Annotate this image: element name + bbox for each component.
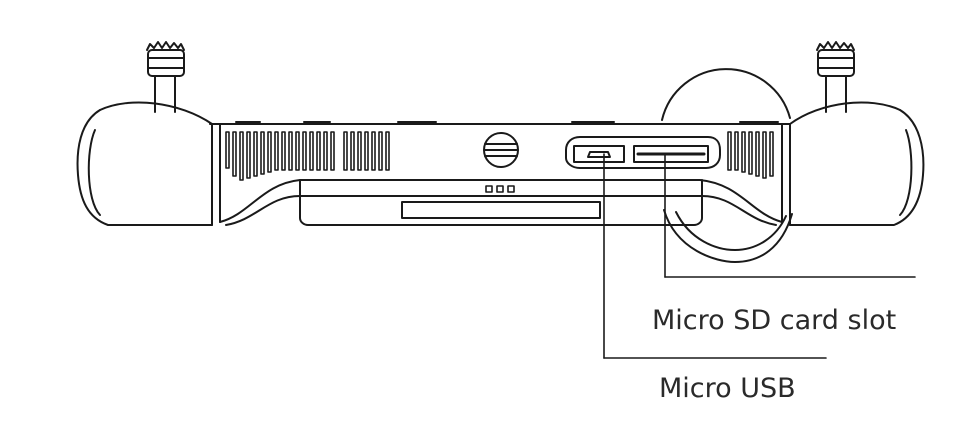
left-vent: [225, 131, 390, 181]
micro-usb-label: Micro USB: [659, 373, 796, 404]
port-panel: [565, 136, 721, 169]
controller-body: [76, 101, 925, 226]
dial-disc: [661, 68, 791, 121]
micro-usb-port: [573, 145, 625, 163]
micro-sd-slot: [633, 145, 709, 163]
right-antenna: [816, 41, 855, 113]
center-screw: [483, 132, 519, 168]
micro-sd-card-slot-label: Micro SD card slot: [652, 305, 897, 336]
status-leds: [485, 185, 515, 193]
callout-lines: [603, 153, 916, 359]
bottom-slot: [401, 201, 601, 219]
left-antenna: [146, 41, 185, 113]
right-vent: [727, 131, 774, 179]
